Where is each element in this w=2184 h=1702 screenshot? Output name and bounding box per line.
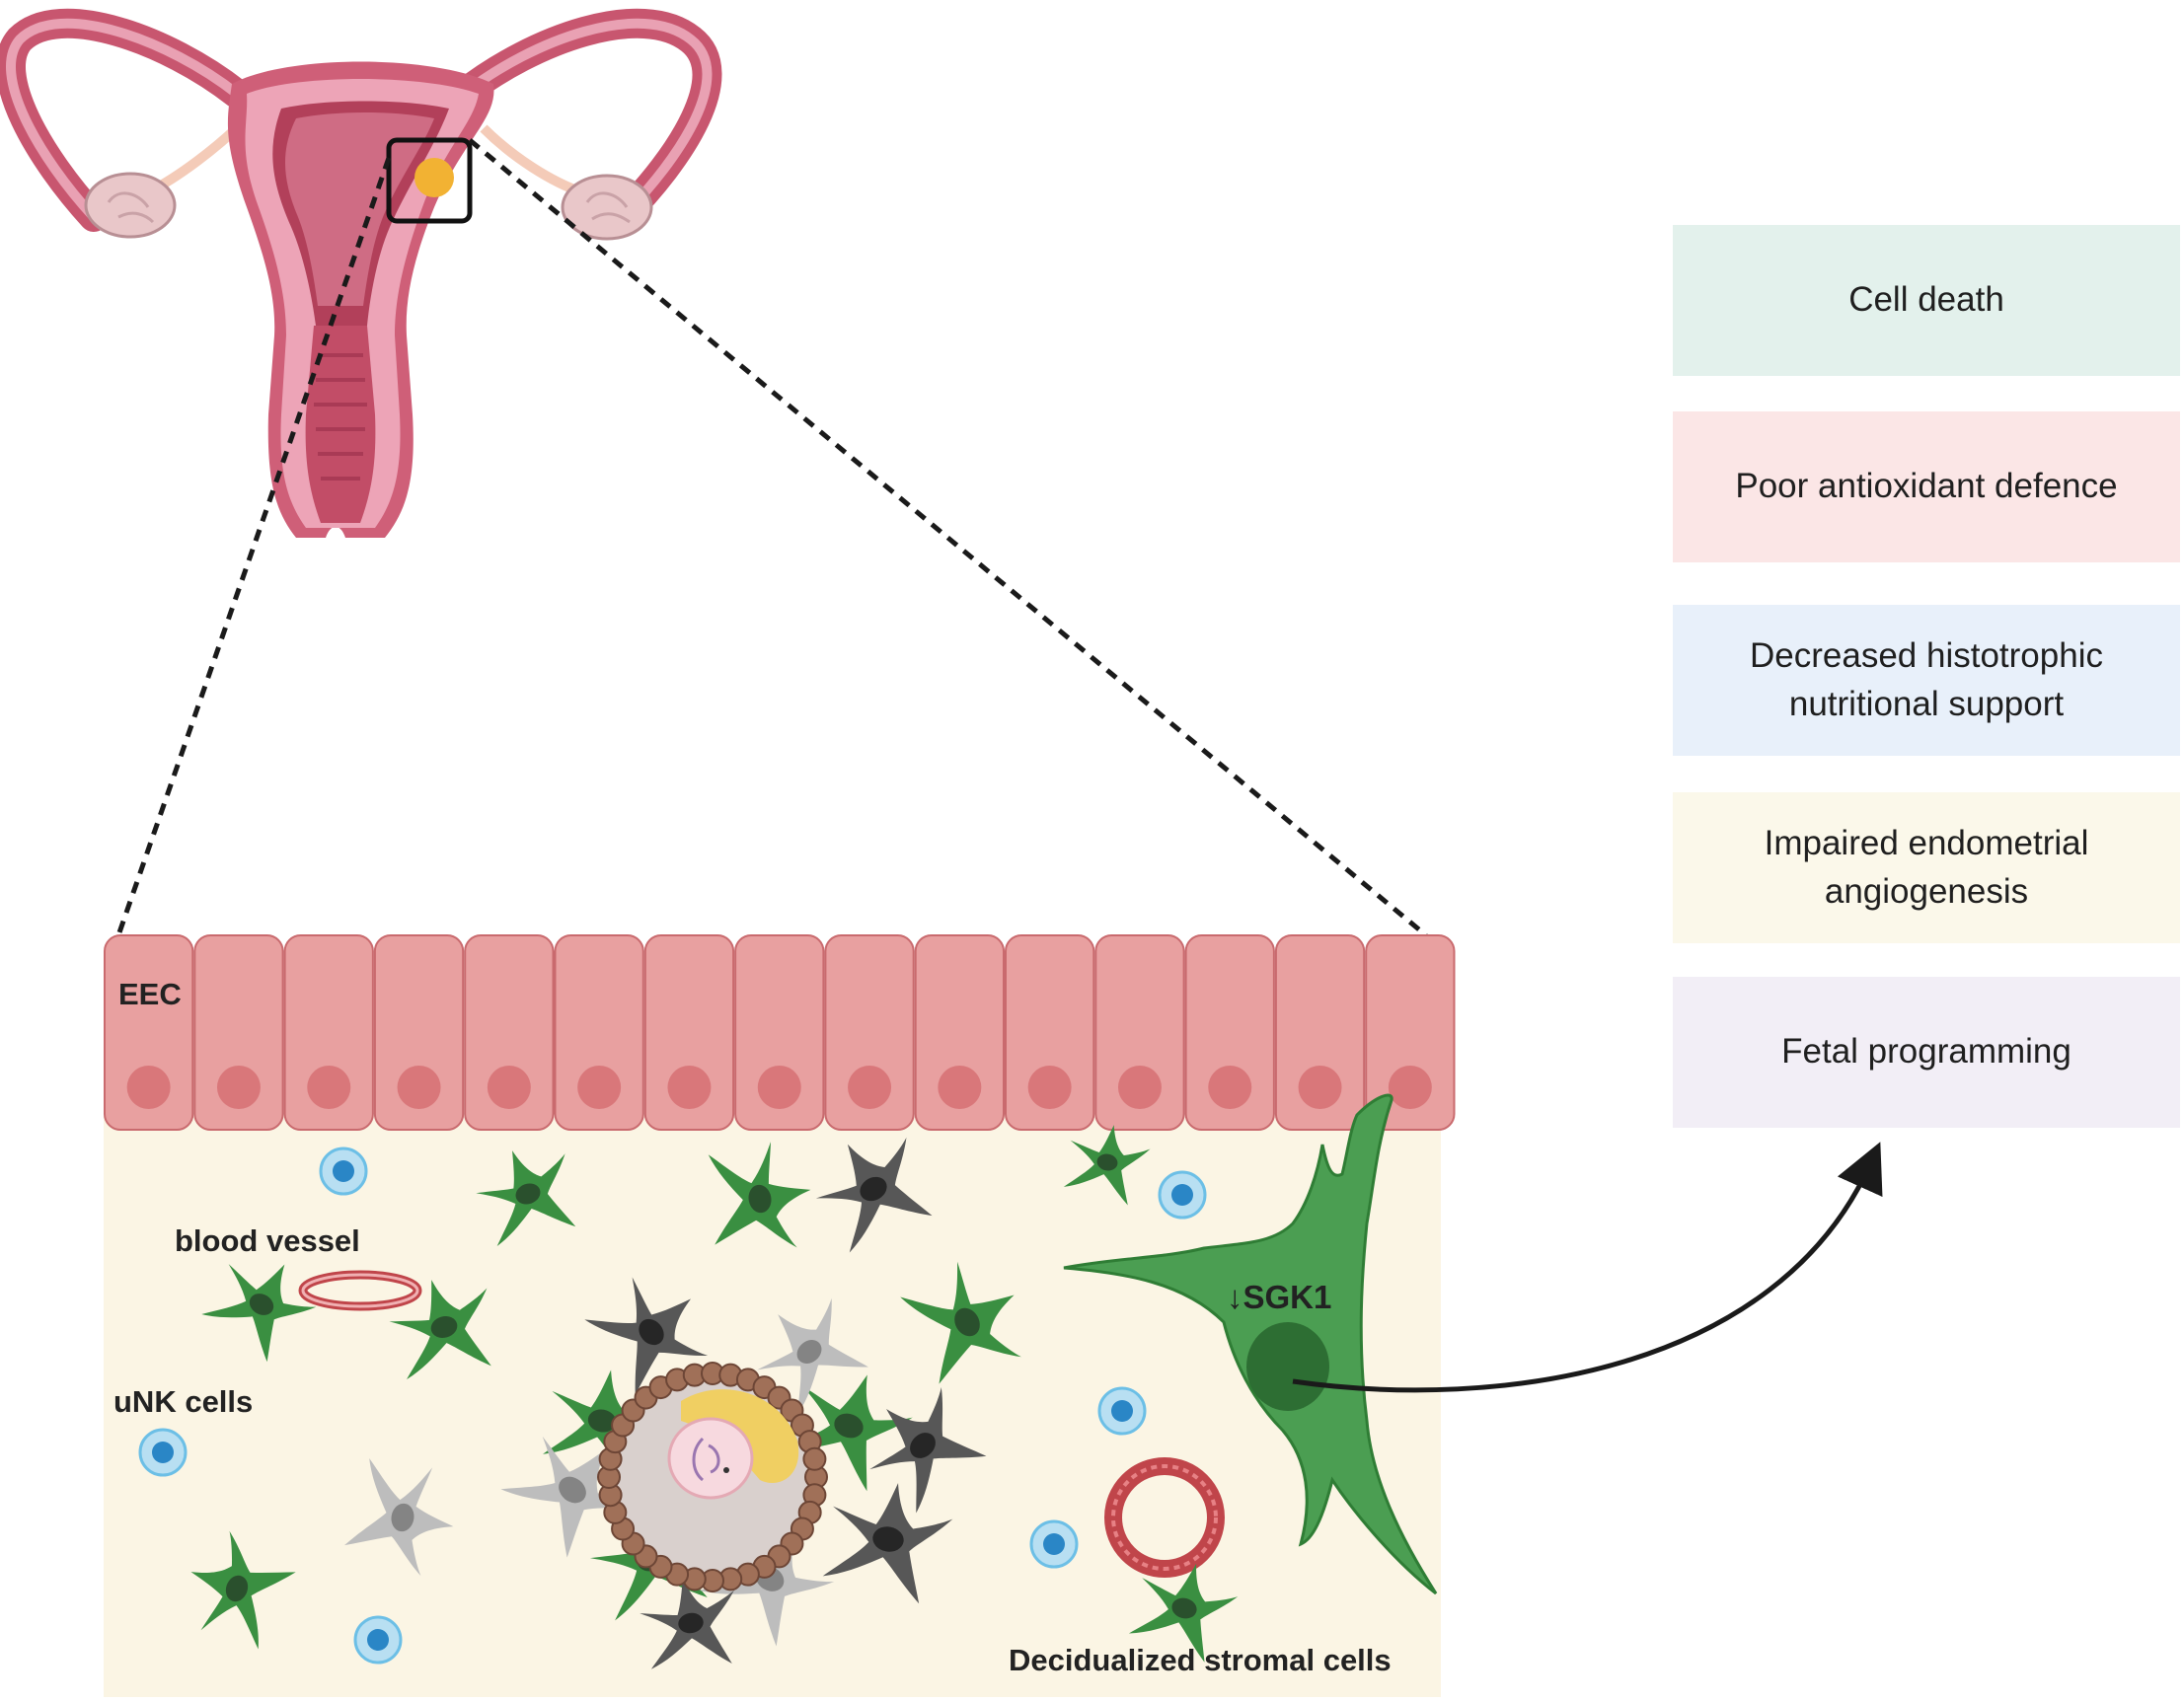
zoom-line-right xyxy=(468,138,1428,937)
epithelial-cell xyxy=(193,934,284,1131)
epithelial-nucleus xyxy=(577,1066,622,1109)
stromal-cell xyxy=(195,1239,328,1369)
stromal-cell xyxy=(890,1245,1043,1400)
epithelial-cell xyxy=(643,934,735,1131)
epithelial-cell xyxy=(824,934,915,1131)
zoom-line-left xyxy=(115,157,392,936)
epithelial-cell xyxy=(283,934,374,1131)
stromal-cell xyxy=(848,1370,999,1521)
epithelial-nucleus xyxy=(216,1066,261,1109)
epithelial-cell xyxy=(1184,934,1275,1131)
outcome-label: Cell death xyxy=(1848,280,2004,320)
stromal-cell xyxy=(1125,1551,1243,1666)
epithelial-nucleus xyxy=(667,1066,712,1109)
stromal-cell xyxy=(466,1134,590,1255)
stromal-cell xyxy=(818,1472,958,1607)
epithelial-cell xyxy=(1365,934,1456,1131)
uterus-icon xyxy=(0,8,722,538)
epithelial-cell xyxy=(914,934,1006,1131)
epithelial-nucleus xyxy=(848,1066,892,1109)
epithelial-nucleus xyxy=(1388,1066,1432,1109)
stromal-cell xyxy=(173,1523,302,1655)
stromal-cell xyxy=(575,1257,726,1408)
stromal-cell xyxy=(492,1411,651,1570)
implantation-dot xyxy=(414,158,454,197)
unk-cells xyxy=(138,1147,1207,1665)
stromal-cell xyxy=(341,1454,464,1581)
label-blood-vessel: blood vessel xyxy=(175,1223,360,1258)
epithelial-nucleus xyxy=(1298,1066,1342,1109)
epithelial-cell xyxy=(734,934,825,1131)
epithelial-cell xyxy=(464,934,555,1131)
stromal-cell xyxy=(1061,1118,1154,1208)
zoom-box xyxy=(386,137,473,224)
epithelial-cell xyxy=(373,934,465,1131)
epithelial-cell xyxy=(104,934,194,1131)
arrow-icon xyxy=(1292,1142,1883,1393)
sgk1-stromal-cell xyxy=(1063,1093,1438,1595)
stromal-cell xyxy=(738,1281,881,1424)
label-sgk1: ↓SGK1 xyxy=(1227,1279,1332,1315)
outcome-label: Poor antioxidant defence xyxy=(1735,467,2118,506)
stromal-cell xyxy=(539,1360,665,1482)
outcome-angiogenesis: Impaired endometrial angiogenesis xyxy=(1673,792,2180,943)
epithelial-nucleus xyxy=(1208,1066,1252,1109)
trophoblast-cell xyxy=(802,1446,827,1471)
ovary-right xyxy=(561,174,653,241)
blastocyst xyxy=(597,1362,828,1592)
stromal-cell xyxy=(635,1569,747,1678)
epithelial-nucleus xyxy=(938,1066,982,1109)
epithelial-nucleus xyxy=(126,1066,171,1109)
epithelial-cell xyxy=(554,934,644,1131)
stromal-cell xyxy=(699,1136,821,1262)
tissue-panel xyxy=(104,934,1456,1697)
outcome-label: Decreased histotrophic nutritional suppo… xyxy=(1750,636,2103,723)
label-decidualized: Decidualized stromal cells xyxy=(1009,1643,1392,1677)
stromal-cell xyxy=(776,1355,922,1498)
sgk1-cell-nucleus xyxy=(1246,1322,1329,1411)
embryo-icon xyxy=(667,1417,754,1500)
label-unk-cells: uNK cells xyxy=(113,1384,254,1419)
epithelial-nucleus xyxy=(397,1066,441,1109)
epithelial-nucleus xyxy=(1027,1066,1072,1109)
outcome-antioxidant: Poor antioxidant defence xyxy=(1673,411,2180,562)
epithelial-nucleus xyxy=(487,1066,531,1109)
epithelial-cell xyxy=(1094,934,1185,1131)
trophoblast-ring xyxy=(597,1362,828,1592)
epithelial-layer xyxy=(104,934,1456,1131)
stromal-cell xyxy=(800,1117,947,1262)
outcome-label: Fetal programming xyxy=(1781,1032,2071,1072)
ovary-left xyxy=(84,172,177,239)
outcome-label: Impaired endometrial angiogenesis xyxy=(1764,824,2089,911)
epithelial-nucleus xyxy=(757,1066,801,1109)
outcome-fetal-programming: Fetal programming xyxy=(1673,977,2180,1128)
epithelial-nucleus xyxy=(1117,1066,1162,1109)
outcome-cell-death: Cell death xyxy=(1673,225,2180,376)
epithelial-nucleus xyxy=(307,1066,351,1109)
epithelial-cell xyxy=(1005,934,1095,1131)
label-eec: EEC xyxy=(118,977,182,1011)
outcome-histotrophic: Decreased histotrophic nutritional suppo… xyxy=(1673,605,2180,756)
stromal-cell xyxy=(381,1266,507,1389)
epithelial-cell xyxy=(1274,934,1366,1131)
